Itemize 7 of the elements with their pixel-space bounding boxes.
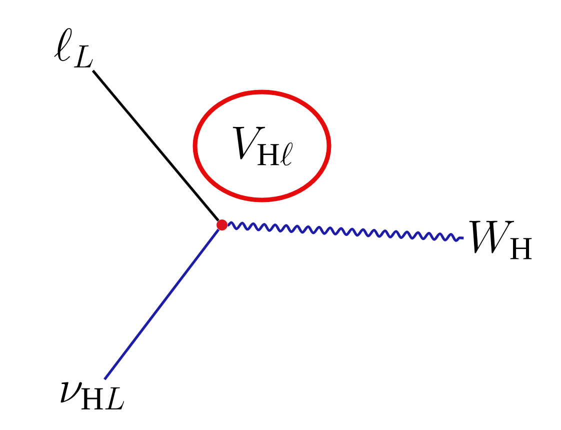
propagator-line — [104, 228, 220, 380]
particle-label: $W_{\mathrm{H}}$ — [469, 220, 532, 260]
propagator-line — [92, 70, 220, 222]
wavy-line — [226, 221, 464, 242]
particle-label: $\nu_{\mathrm{H}L}$ — [60, 382, 124, 410]
particle-label: $\ell_L$ — [54, 28, 93, 68]
vertex-dot — [216, 220, 228, 230]
